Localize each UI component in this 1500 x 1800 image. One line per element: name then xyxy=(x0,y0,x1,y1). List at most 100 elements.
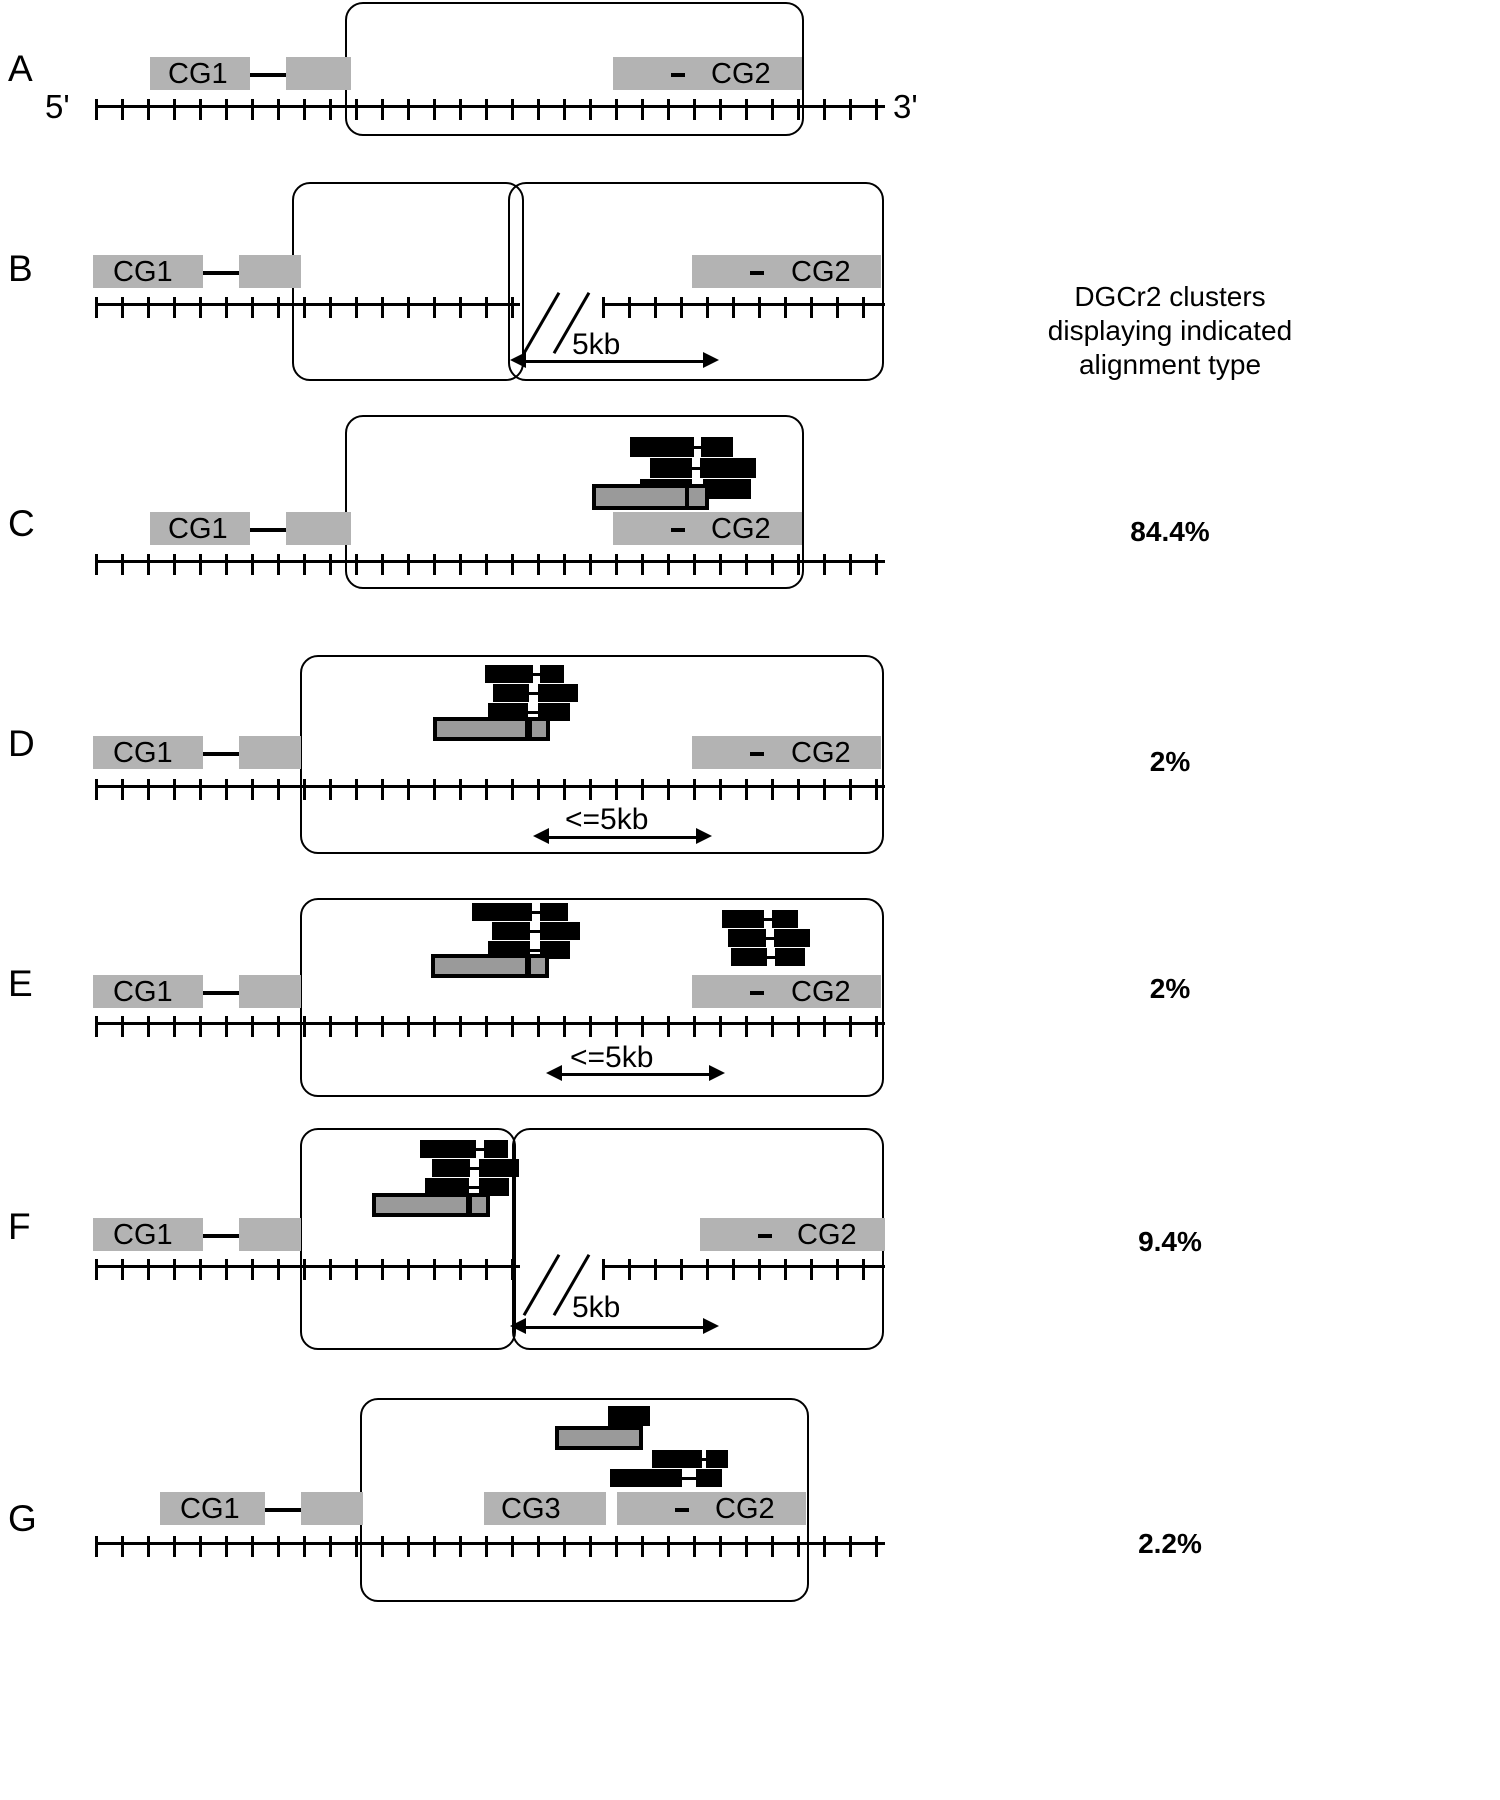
alignment-link xyxy=(532,911,546,914)
cpg-label-cg2-a: CG2 xyxy=(711,58,771,90)
cluster-outline-c xyxy=(345,415,804,589)
cpg-box-f-left2 xyxy=(239,1218,301,1251)
cluster-outline-f-left xyxy=(300,1128,516,1350)
alignment-link xyxy=(530,949,544,952)
alignment-block xyxy=(722,910,764,928)
scale-arrowhead-right-f xyxy=(703,1318,719,1334)
percent-value-e: 2% xyxy=(1149,973,1191,1004)
cluster-outline-b-right xyxy=(508,182,884,381)
cpg-box-cg2-b xyxy=(764,255,881,288)
panel-letter-g: G xyxy=(8,1498,37,1539)
cpg-box-g-left2 xyxy=(301,1492,363,1525)
cpg-label-cg1-c: CG1 xyxy=(168,513,228,545)
genomic-axis-b-left xyxy=(95,297,520,318)
alignment-block-grey xyxy=(685,484,709,510)
cpg-label-cg1-f: CG1 xyxy=(113,1219,173,1251)
genomic-axis-d xyxy=(95,779,885,800)
scale-arrow-line-d xyxy=(545,836,700,839)
alignment-block xyxy=(652,1450,702,1468)
right-column-header: DGCr2 clusters displaying indicated alig… xyxy=(1047,281,1293,380)
scale-label-5kb-b: 5kb xyxy=(572,328,621,361)
cpg-box-cg1-c xyxy=(150,512,250,545)
cpg-box-cg2-a xyxy=(685,57,802,90)
exon-connector-a-left xyxy=(250,73,286,77)
cpg-label-cg1-d: CG1 xyxy=(113,737,173,769)
cpg-box-cg1-d xyxy=(93,736,203,769)
genomic-axis-a xyxy=(95,99,885,120)
alignment-link xyxy=(682,1477,698,1480)
cpg-box-b-left2 xyxy=(239,255,301,288)
percent-value-d: 2% xyxy=(1149,746,1191,777)
percent-value-f: 9.4% xyxy=(1138,1226,1202,1257)
alignment-block xyxy=(630,437,694,457)
scale-arrowhead-left-f xyxy=(510,1318,526,1334)
alignment-block xyxy=(700,458,756,478)
cpg-label-cg3-g: CG3 xyxy=(501,1493,561,1525)
scale-arrowhead-left-d xyxy=(533,828,549,844)
alignment-block-grey xyxy=(431,954,529,978)
cpg-box-cg2-c xyxy=(685,512,802,545)
exon-connector-d-left xyxy=(203,752,239,756)
scale-arrowhead-right-d xyxy=(696,828,712,844)
cpg-box-d-left2 xyxy=(239,736,301,769)
alignment-block xyxy=(728,929,766,947)
genomic-axis-c xyxy=(95,554,885,575)
alignment-block xyxy=(610,1469,682,1487)
alignment-block xyxy=(484,1140,508,1158)
alignment-block xyxy=(540,922,580,940)
cluster-outline-d xyxy=(300,655,884,854)
exon-connector-b-left xyxy=(203,271,239,275)
alignment-block xyxy=(432,1159,470,1177)
cluster-outline-e xyxy=(300,898,884,1097)
alignment-block xyxy=(540,903,568,921)
alignment-block xyxy=(706,1450,728,1468)
alignment-link xyxy=(469,1186,483,1189)
cpg-label-cg2-e: CG2 xyxy=(791,976,851,1008)
alignment-block xyxy=(425,1178,469,1196)
cpg-box-cg3-g xyxy=(484,1492,606,1525)
panel-letter-d: D xyxy=(8,723,35,764)
alignment-block-grey xyxy=(372,1193,470,1217)
panel-letter-a: A xyxy=(8,48,33,89)
alignment-link xyxy=(764,918,776,921)
alignment-link xyxy=(476,1148,490,1151)
exon-connector-c-left xyxy=(250,528,286,532)
exon-connector-f-left xyxy=(203,1234,239,1238)
cpg-box-cg1-g xyxy=(160,1492,265,1525)
scale-arrowhead-right-e xyxy=(709,1065,725,1081)
cpg-label-cg1-g: CG1 xyxy=(180,1493,240,1525)
alignment-block xyxy=(479,1159,519,1177)
alignment-block-grey xyxy=(555,1426,643,1450)
panel-letter-b: B xyxy=(8,248,33,289)
panel-letter-c: C xyxy=(8,503,35,544)
alignment-block xyxy=(608,1406,650,1426)
genomic-axis-f-right xyxy=(602,1259,885,1280)
exon-connector-e-left xyxy=(203,991,239,995)
alignment-block xyxy=(650,458,692,478)
alignment-link xyxy=(470,1167,484,1170)
alignment-block xyxy=(538,684,578,702)
scale-arrowhead-left-b xyxy=(510,352,526,368)
cpg-box-c-left2 xyxy=(286,512,351,545)
alignment-block xyxy=(492,922,530,940)
cpg-box-cg1-b xyxy=(93,255,203,288)
scale-label-5kb-e: <=5kb xyxy=(570,1041,654,1074)
cpg-box-cg2-g xyxy=(689,1492,806,1525)
cpg-box-cg1-f xyxy=(93,1218,203,1251)
alignment-block-grey xyxy=(433,717,529,741)
alignment-block xyxy=(479,1178,509,1196)
cpg-label-cg2-f: CG2 xyxy=(797,1219,857,1251)
alignment-block xyxy=(696,1469,722,1487)
scale-label-5kb-f: 5kb xyxy=(572,1291,621,1324)
genomic-axis-e xyxy=(95,1016,885,1037)
alignment-block-grey xyxy=(528,717,550,741)
alignment-block-grey xyxy=(468,1193,490,1217)
cpg-label-cg1-e: CG1 xyxy=(113,976,173,1008)
scale-label-5kb-d: <=5kb xyxy=(565,803,649,836)
alignment-block xyxy=(540,665,564,683)
cpg-box-cg2-d xyxy=(764,736,881,769)
alignment-block xyxy=(538,703,570,721)
panel-letter-f: F xyxy=(8,1206,31,1247)
percent-value-c: 84.4% xyxy=(1130,516,1210,547)
